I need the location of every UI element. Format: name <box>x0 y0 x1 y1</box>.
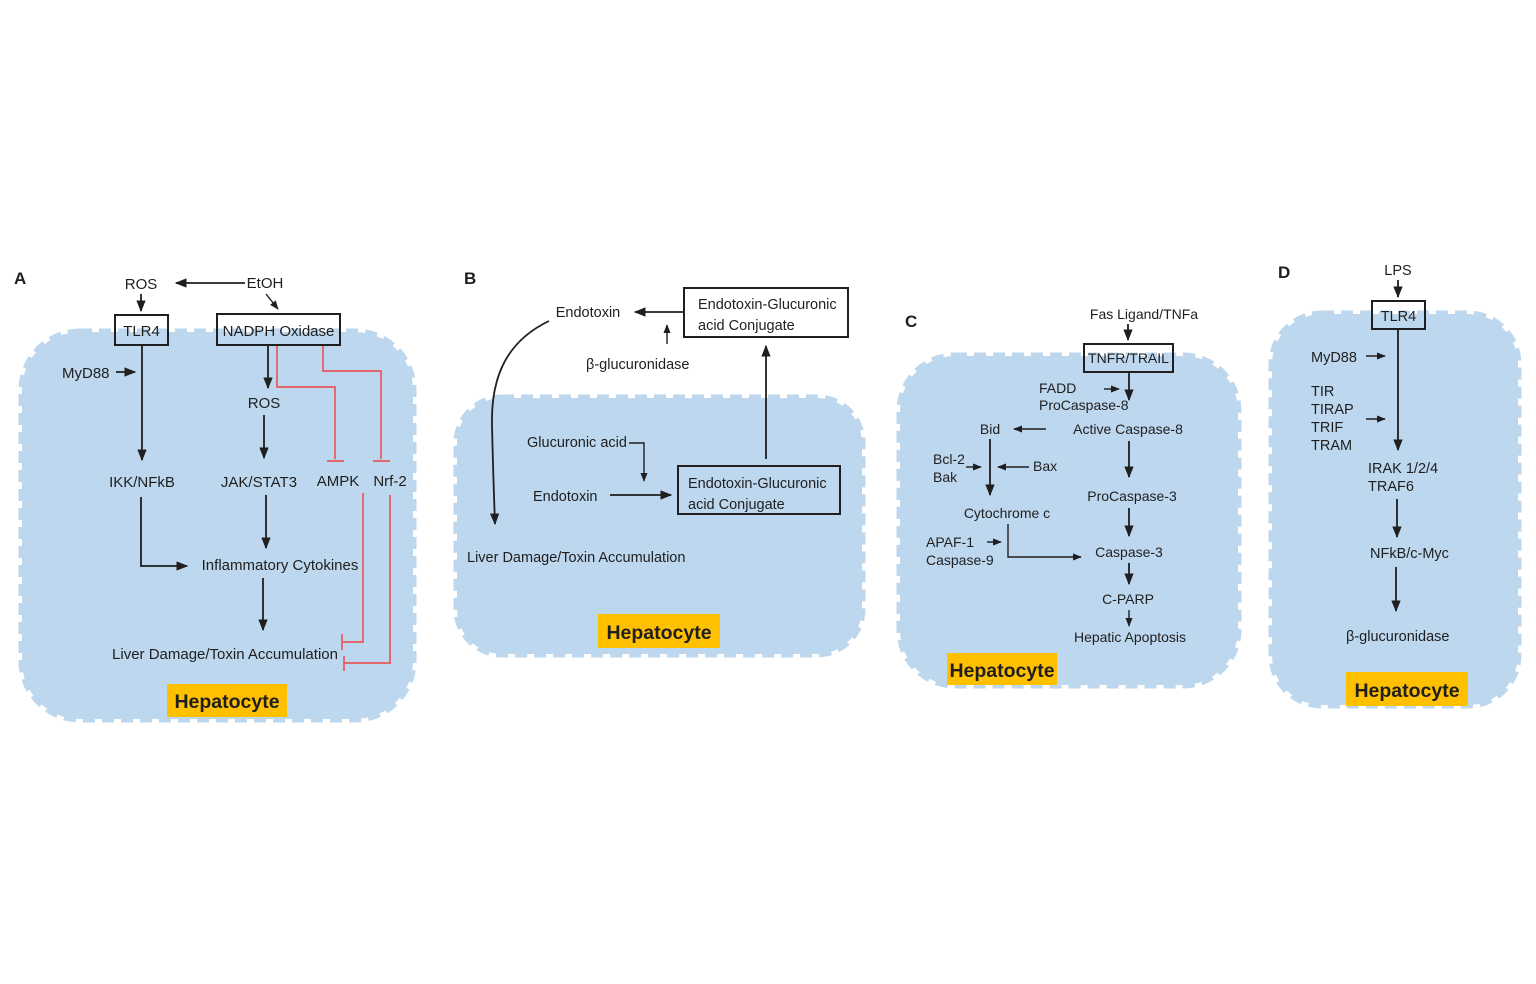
node-ikk-nfkb: IKK/NFkB <box>109 474 175 491</box>
hepatocyte-label-box-c <box>947 653 1057 685</box>
node-endotoxin-inside: Endotoxin <box>533 489 598 505</box>
node-procaspase3: ProCaspase-3 <box>1087 488 1177 504</box>
node-caspase9: Caspase-9 <box>926 552 994 568</box>
node-bax: Bax <box>1033 458 1057 474</box>
node-bid: Bid <box>980 421 1000 437</box>
conjugate-box-inside <box>677 465 841 515</box>
panel-letter-d: D <box>1278 263 1290 282</box>
node-nadph-oxidase: NADPH Oxidase <box>223 323 335 340</box>
panel-letter-a: A <box>14 269 26 288</box>
node-traf6: TRAF6 <box>1368 479 1414 495</box>
hepatocyte-label-a: Hepatocyte <box>174 691 279 713</box>
node-tnfr-trail: TNFR/TRAIL <box>1088 350 1169 366</box>
node-beta-glucuronidase-d: β-glucuronidase <box>1346 629 1449 645</box>
node-fas-ligand: Fas Ligand/TNFa <box>1090 306 1198 322</box>
node-ros-top: ROS <box>125 276 158 293</box>
hepatocyte-label-box-a <box>167 684 287 717</box>
hepatocyte-label-c: Hepatocyte <box>949 660 1054 682</box>
panel-letter-b: B <box>464 269 476 288</box>
node-tir: TIR <box>1311 384 1334 400</box>
inhibit-ampk-to-damage <box>342 493 364 643</box>
panel-d: D LPS TLR4 MyD88 TIR TIRAP TRIF TRAM IRA… <box>1268 263 1522 709</box>
node-lps: LPS <box>1384 263 1411 279</box>
arrow-endotoxin-to-damage <box>489 320 550 526</box>
panel-b: B Endotoxin Endotoxin-Glucuronic acid Co… <box>453 269 866 658</box>
conjugate-outside-line2: acid Conjugate <box>698 318 795 334</box>
inhibition-lines-a <box>276 345 391 671</box>
node-tlr4-d: TLR4 <box>1381 309 1416 325</box>
panel-a: A ROS EtOH TLR4 NADPH Oxidase MyD88 IKK/… <box>14 269 417 723</box>
panel-letter-c: C <box>905 312 917 331</box>
hepatocyte-cell-d <box>1268 310 1522 709</box>
node-nfkb-cmyc: NFkB/c-Myc <box>1370 546 1449 562</box>
node-liver-damage-a: Liver Damage/Toxin Accumulation <box>112 646 338 663</box>
hepatocyte-cell-c <box>896 352 1242 689</box>
nadph-oxidase-box <box>216 313 341 346</box>
node-apaf1: APAF-1 <box>926 534 974 550</box>
node-ros-inner: ROS <box>248 395 281 412</box>
node-irak: IRAK 1/2/4 <box>1368 461 1438 477</box>
node-tram: TRAM <box>1311 438 1352 454</box>
panel-c: C Fas Ligand/TNFa TNFR/TRAIL FADD ProCas… <box>896 306 1242 689</box>
arrow-glucuronic-acid <box>629 442 648 482</box>
node-procaspase8: ProCaspase-8 <box>1039 397 1129 413</box>
conjugate-outside-line1: Endotoxin-Glucuronic <box>698 297 837 313</box>
node-jak-stat3: JAK/STAT3 <box>221 474 297 491</box>
node-bcl2: Bcl-2 <box>933 451 965 467</box>
tlr4-box-d <box>1371 300 1426 330</box>
arrow-cytochrome-to-caspase3 <box>1007 524 1082 561</box>
hepatocyte-label-b: Hepatocyte <box>606 622 711 644</box>
node-tirap: TIRAP <box>1311 402 1354 418</box>
inhibit-nadph-to-nrf2 <box>322 345 382 459</box>
hepatocyte-label-box-b <box>598 614 720 648</box>
tlr4-box-a <box>114 314 169 346</box>
node-glucuronic-acid: Glucuronic acid <box>527 435 627 451</box>
node-inflammatory-cytokines: Inflammatory Cytokines <box>202 557 359 574</box>
node-c-parp: C-PARP <box>1102 591 1154 607</box>
tnfr-trail-box <box>1083 343 1174 373</box>
node-beta-glucuronidase-b: β-glucuronidase <box>586 357 689 373</box>
conjugate-box-outside <box>683 287 849 338</box>
node-hepatic-apoptosis: Hepatic Apoptosis <box>1074 629 1186 645</box>
node-active-caspase8: Active Caspase-8 <box>1073 421 1183 437</box>
conjugate-inside-line1: Endotoxin-Glucuronic <box>688 476 827 492</box>
inhibit-nrf2-to-damage <box>344 495 391 664</box>
node-bak: Bak <box>933 469 958 485</box>
node-etoh: EtOH <box>247 275 284 292</box>
node-nrf2: Nrf-2 <box>373 473 406 490</box>
node-ampk: AMPK <box>317 473 360 490</box>
arrow-etoh-to-nadph <box>265 293 279 310</box>
node-trif: TRIF <box>1311 420 1343 436</box>
node-myd88-d: MyD88 <box>1311 350 1357 366</box>
node-caspase3: Caspase-3 <box>1095 544 1163 560</box>
inhibit-nadph-to-ampk <box>276 345 336 459</box>
node-fadd: FADD <box>1039 380 1076 396</box>
arrow-ikk-to-cytokines <box>140 497 189 571</box>
node-myd88-a: MyD88 <box>62 365 110 382</box>
hepatocyte-label-d: Hepatocyte <box>1354 680 1459 702</box>
node-cytochrome-c: Cytochrome c <box>964 505 1050 521</box>
node-liver-damage-b: Liver Damage/Toxin Accumulation <box>467 550 685 566</box>
node-tlr4-a: TLR4 <box>123 323 160 340</box>
conjugate-inside-line2: acid Conjugate <box>688 497 785 513</box>
hepatocyte-cell-b <box>453 394 866 658</box>
hepatocyte-label-box-d <box>1346 672 1468 706</box>
node-endotoxin-outside: Endotoxin <box>556 305 621 321</box>
